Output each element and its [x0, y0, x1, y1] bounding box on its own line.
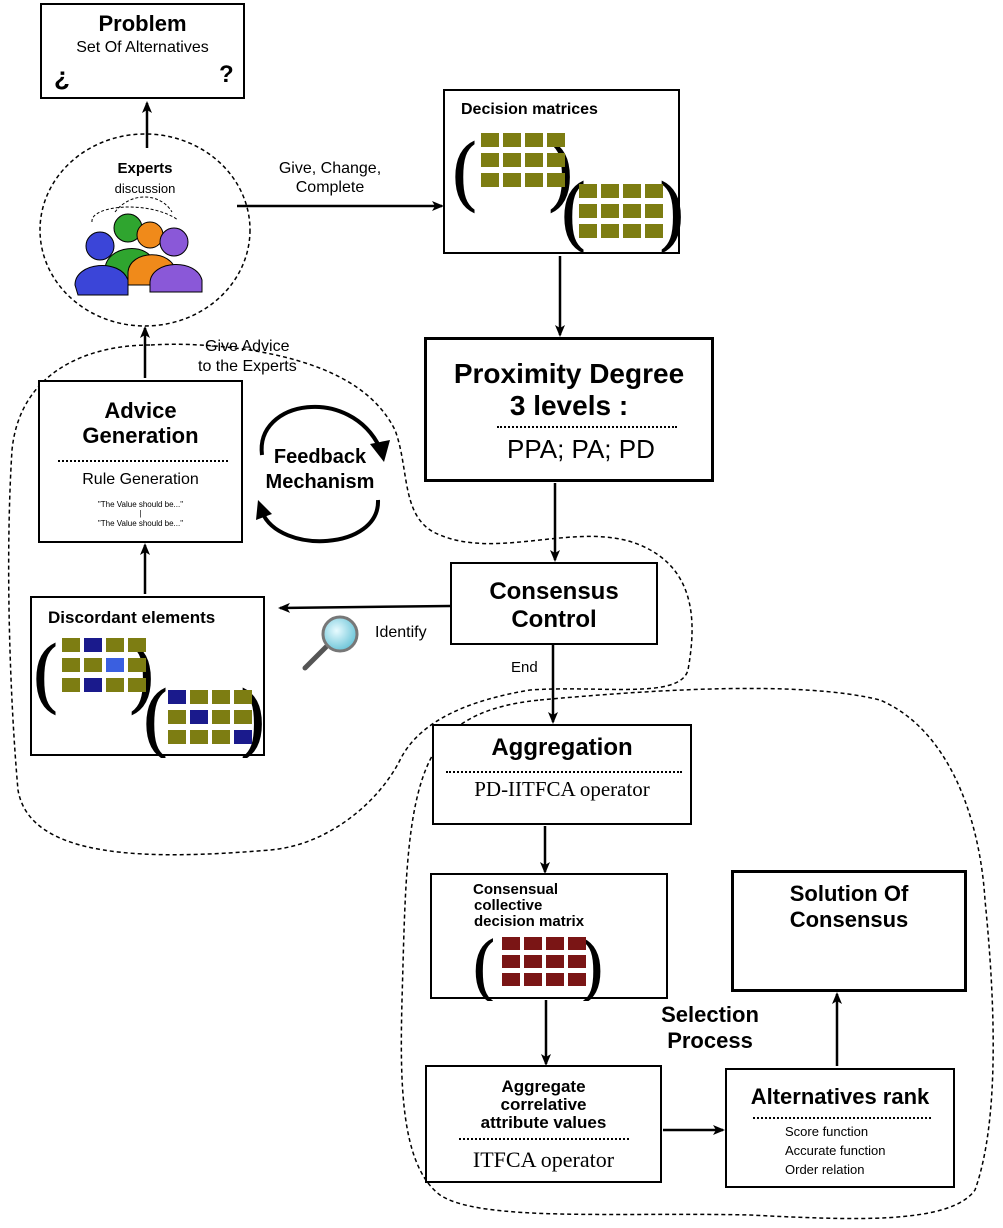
label-to-experts: to the Experts: [198, 358, 297, 375]
label-end: End: [511, 659, 538, 676]
consensual-title-2: collective: [474, 897, 543, 914]
alternatives-rank-box: Alternatives rank Score function Accurat…: [725, 1068, 955, 1188]
svg-text:(: (: [449, 127, 480, 220]
experts-title: Experts: [117, 160, 173, 177]
selection-label-1: Selection: [661, 1002, 759, 1027]
proximity-title: Proximity Degree: [453, 358, 685, 389]
advice-rule: Rule Generation: [82, 471, 199, 488]
aggregate-divider: [459, 1138, 629, 1140]
feedback-arrow-top: [259, 404, 382, 456]
problem-title: Problem: [98, 11, 187, 36]
aggregation-title: Aggregation: [491, 734, 633, 761]
consensual-matrix-graphic: ( ): [470, 926, 606, 1001]
decision-matrices-graphic: ( ) ( ): [449, 127, 682, 256]
experts-subtitle: discussion: [114, 181, 176, 196]
alternatives-rank-title: Alternatives rank: [750, 1084, 930, 1109]
solution-title-2: Consensus: [789, 907, 909, 932]
solution-box: Solution Of Consensus: [731, 870, 967, 992]
solution-title-1: Solution Of: [789, 881, 909, 906]
svg-text:(: (: [32, 629, 61, 722]
advice-example-1: "The Value should be...": [97, 500, 184, 509]
selection-region-outline: [400, 687, 994, 1220]
aggregate-title-1: Aggregate: [501, 1077, 586, 1096]
alternatives-item-accurate: Accurate function: [785, 1143, 886, 1158]
label-give-change: Give, Change,: [278, 160, 382, 177]
aggregation-box: Aggregation PD-IITFCA operator: [432, 724, 692, 825]
advice-example-2: "The Value should be...": [97, 519, 184, 528]
problem-box: Problem Set Of Alternatives ¿ ?: [40, 3, 245, 99]
consensus-control-box: Consensus Control: [450, 562, 658, 645]
feedback-arrow-bottom: [260, 499, 381, 544]
label-give-advice: Give Advice: [205, 338, 290, 355]
aggregate-operator: ITFCA operator: [472, 1147, 615, 1172]
aggregate-title-2: correlative: [500, 1095, 587, 1114]
feedback-label-1: Feedback: [273, 446, 367, 468]
feedback-region-outline: [7, 343, 693, 856]
inverted-question-mark: ¿: [54, 61, 70, 91]
consensus-title-2: Control: [511, 606, 597, 633]
aggregation-divider: [446, 771, 682, 773]
alternatives-item-score: Score function: [785, 1124, 869, 1139]
proximity-degree-box: Proximity Degree 3 levels : PPA; PA; PD: [424, 337, 714, 482]
discordant-matrices-graphic: ( ) ( ): [32, 629, 267, 758]
consensual-title-3: decision matrix: [474, 913, 585, 930]
proximity-levels: PPA; PA; PD: [507, 434, 655, 464]
consensual-title-1: Consensual: [473, 881, 559, 898]
label-identify: Identify: [375, 624, 427, 641]
advice-generation-box: Advice Generation Rule Generation "The V…: [38, 380, 243, 543]
decision-matrices-title: Decision matrices: [461, 101, 598, 118]
magnifier-icon: [302, 615, 359, 671]
experts-people-icon: [74, 196, 203, 296]
advice-title-1: Advice: [104, 398, 177, 423]
feedback-label-2: Mechanism: [265, 471, 375, 493]
alternatives-divider: [753, 1117, 931, 1119]
advice-title-2: Generation: [82, 423, 199, 448]
aggregation-operator: PD-IITFCA operator: [474, 777, 650, 801]
proximity-levels-title: 3 levels :: [509, 390, 629, 421]
consensual-matrix-box: Consensual collective decision matrix ( …: [430, 873, 668, 1001]
problem-subtitle: Set Of Alternatives: [76, 39, 209, 56]
proximity-divider: [497, 426, 677, 428]
arrow-consensus-discordant: [278, 602, 451, 613]
decision-matrices-box: Decision matrices ( ) ( ): [443, 89, 682, 256]
selection-label-2: Process: [667, 1028, 753, 1053]
advice-separator: |: [139, 509, 142, 518]
label-complete: Complete: [295, 179, 365, 196]
discordant-title: Discordant elements: [48, 608, 216, 627]
aggregate-title-3: attribute values: [480, 1113, 607, 1132]
question-mark: ?: [219, 61, 234, 88]
discordant-elements-box: Discordant elements ( ) ( ): [30, 596, 267, 758]
consensus-title-1: Consensus: [489, 578, 619, 605]
advice-divider: [58, 460, 228, 462]
aggregate-values-box: Aggregate correlative attribute values I…: [425, 1065, 662, 1183]
svg-text:(: (: [470, 926, 498, 1001]
alternatives-item-order: Order relation: [785, 1162, 865, 1177]
